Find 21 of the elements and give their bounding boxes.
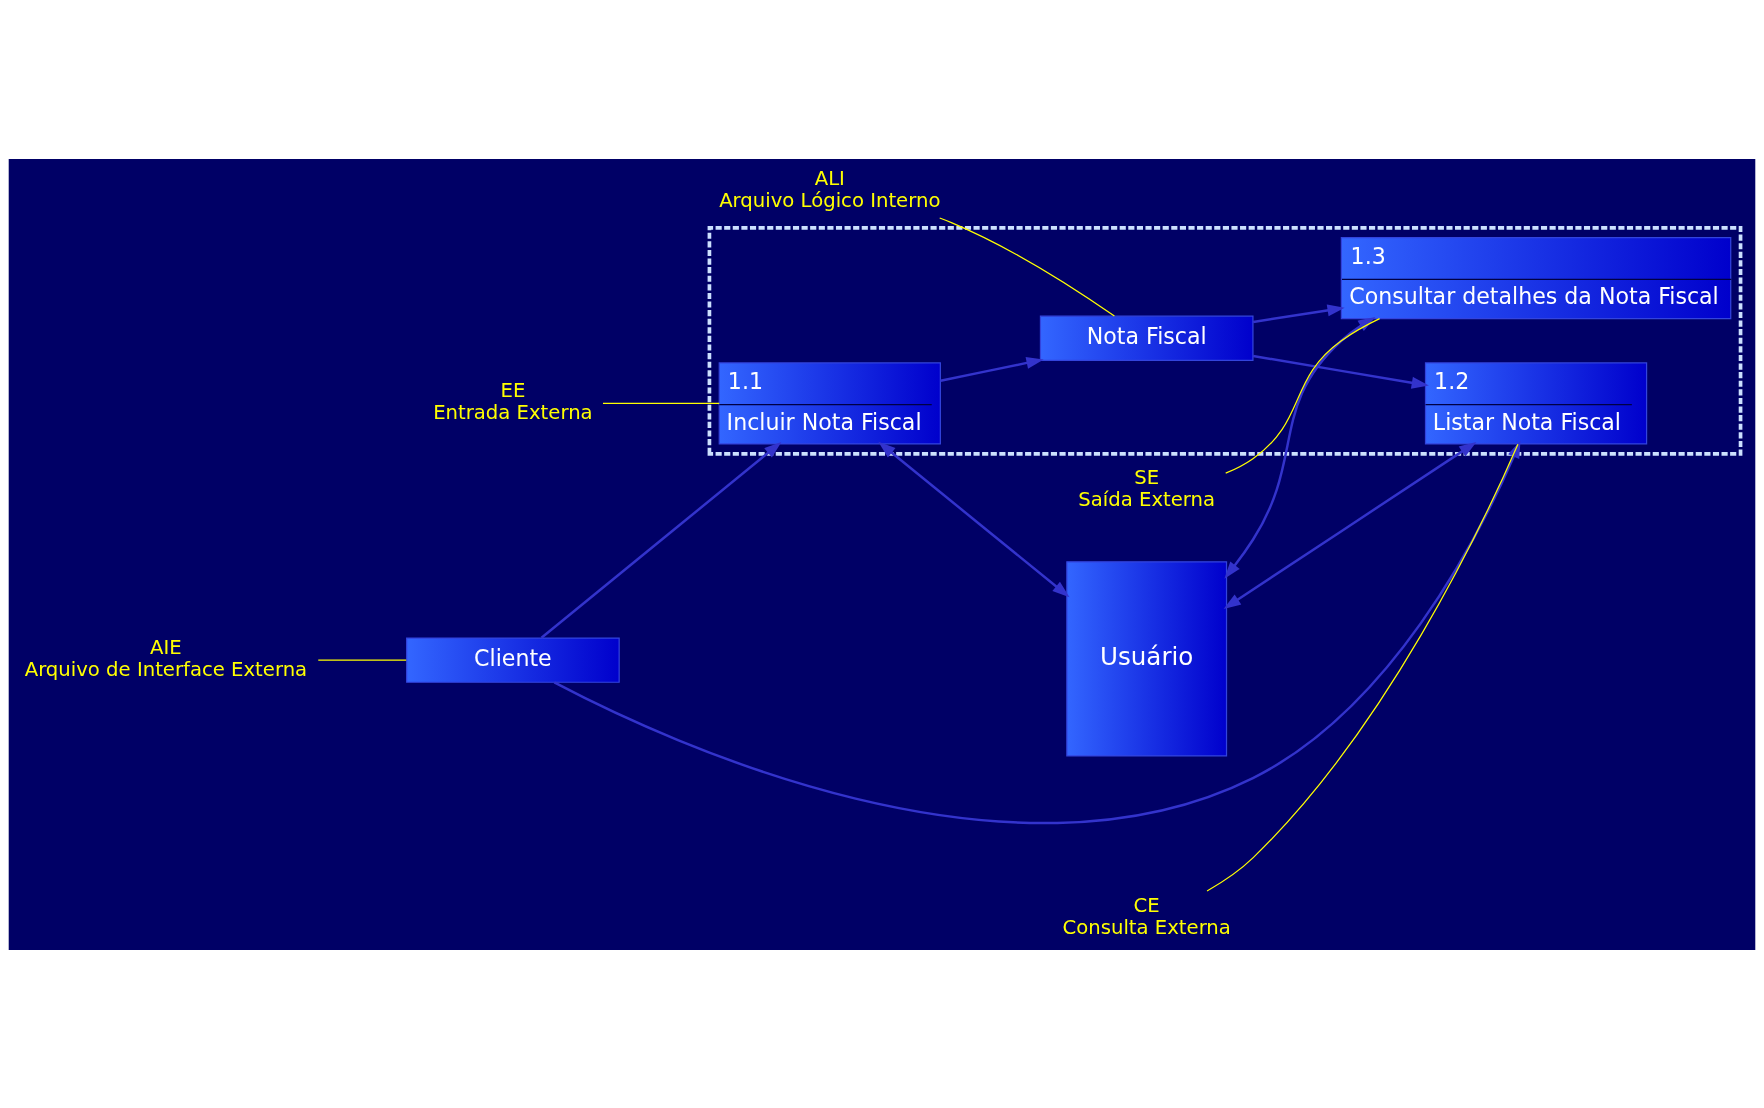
connector	[602, 402, 720, 404]
node-box: Nota Fiscal	[1039, 315, 1254, 361]
node-text: ALI Arquivo Lógico Interno	[719, 166, 941, 212]
arrow	[878, 441, 1070, 597]
node-text: AIE Arquivo de Interface Externa	[24, 635, 308, 681]
node-box: Usuário	[1066, 560, 1228, 757]
arrow	[940, 356, 1044, 382]
connector	[1206, 443, 1519, 892]
arrow	[540, 441, 782, 639]
arrow	[1252, 354, 1429, 389]
connector	[1225, 317, 1381, 474]
arrow	[1224, 316, 1376, 579]
connector	[939, 216, 1115, 317]
arrow	[1223, 441, 1477, 609]
arrow	[1252, 303, 1345, 323]
node-text: EE Entrada Externa	[433, 378, 593, 424]
node-box: Cliente	[406, 636, 620, 683]
connector	[317, 659, 407, 661]
arrow	[553, 440, 1521, 824]
node-text: SE Saída Externa	[1078, 465, 1216, 511]
node-text: CE Consulta Externa	[1062, 893, 1231, 939]
